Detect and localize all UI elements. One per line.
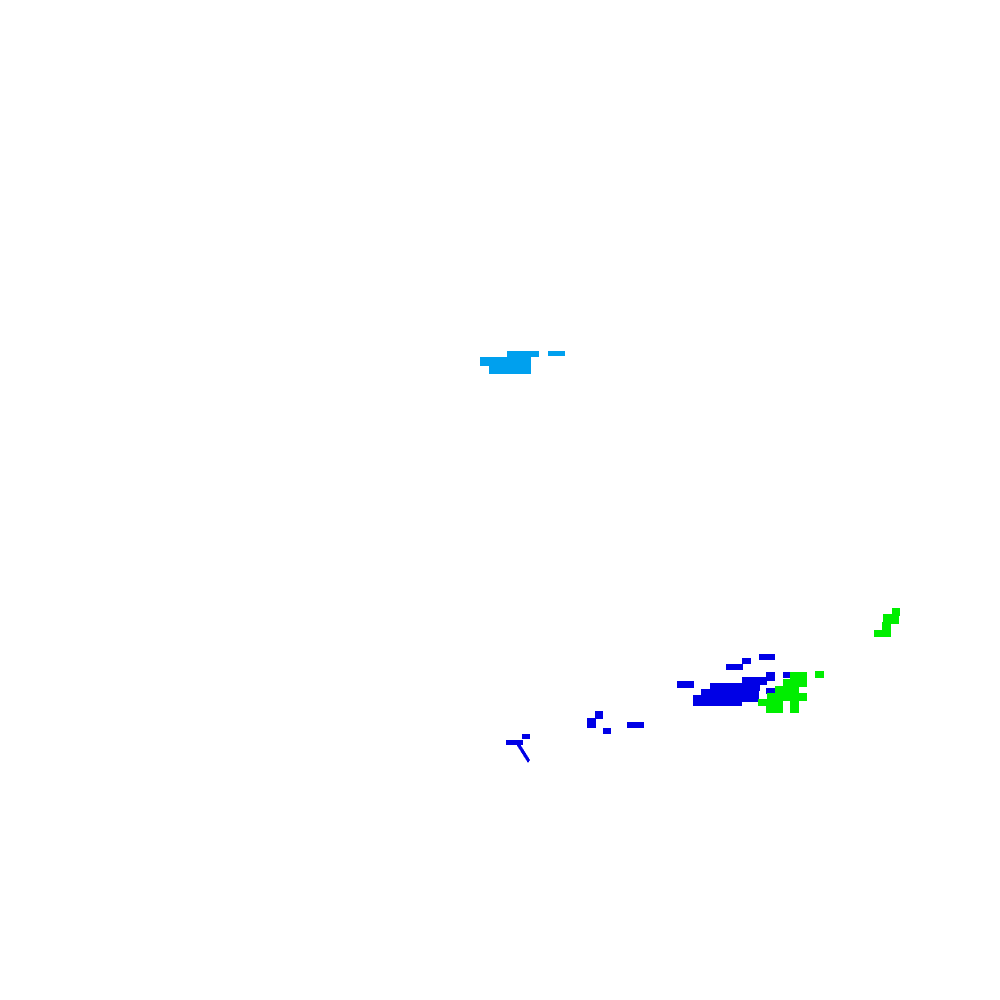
- echo-cell: [759, 654, 775, 660]
- echo-cell: [627, 722, 644, 728]
- echo-cell: [548, 351, 565, 356]
- echo-cell: [742, 658, 751, 664]
- echo-cell: [882, 622, 891, 630]
- echo-cell: [883, 614, 899, 624]
- echo-cell: [766, 688, 775, 694]
- echo-cell: [710, 683, 760, 691]
- echo-cell: [677, 681, 694, 688]
- echo-cell: [726, 664, 743, 670]
- echo-cell: [767, 693, 807, 701]
- green-echo-cluster: [758, 608, 900, 713]
- echo-cell: [701, 689, 759, 696]
- light-blue-echo-cluster: [480, 351, 565, 374]
- echo-cell: [790, 672, 807, 680]
- echo-cell: [480, 357, 531, 366]
- echo-cell: [783, 672, 792, 678]
- echo-cell: [874, 630, 891, 637]
- echo-cell: [516, 744, 530, 763]
- echo-cell: [522, 734, 530, 739]
- echo-cell: [766, 704, 783, 713]
- echo-cell: [595, 711, 603, 719]
- echo-cell: [783, 679, 807, 687]
- echo-cell: [603, 728, 611, 734]
- echo-cell: [766, 672, 775, 681]
- echo-cell: [790, 700, 799, 713]
- echo-cell: [758, 699, 783, 706]
- echo-cell: [587, 718, 596, 728]
- echo-cell: [507, 351, 539, 357]
- echo-cell: [693, 700, 742, 706]
- echo-cell: [506, 740, 523, 745]
- echo-cell: [489, 365, 531, 374]
- echo-cell: [693, 695, 759, 702]
- echo-cell: [815, 671, 824, 678]
- echo-cell: [742, 677, 767, 685]
- echo-cell: [775, 686, 799, 694]
- echo-cell: [892, 608, 900, 616]
- blue-echo-cluster: [506, 654, 792, 763]
